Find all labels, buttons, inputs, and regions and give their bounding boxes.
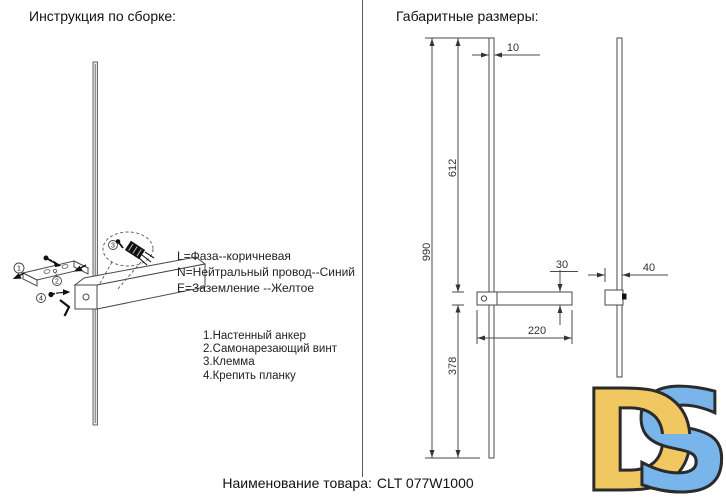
detail-callout-bubble: 3: [98, 231, 155, 291]
front-arm: [476, 291, 573, 306]
callout-1: 1: [13, 262, 25, 274]
product-name-label: Наименование товара:: [222, 475, 372, 491]
arm-screw-hole: [82, 293, 90, 301]
dimension-label-10: 10: [507, 42, 519, 54]
side-rod: [616, 37, 623, 378]
hex-key: [59, 299, 71, 317]
svg-text:1: 1: [17, 266, 21, 273]
lamp-rod: [92, 61, 98, 426]
callout-2: 2: [52, 272, 62, 286]
product-code: CLT 077W1000: [376, 475, 474, 491]
dimension-label-378: 378: [447, 357, 459, 375]
assembly-drawing: 1 2 4 3: [12, 61, 207, 426]
mount-hole: [480, 295, 488, 302]
dimension-drawing: 990 612 378 10: [421, 37, 668, 459]
parts-item-3: 3.Клемма: [203, 356, 255, 369]
parts-item-1: 1.Настенный анкер: [203, 330, 306, 342]
logo-letter-s-overlap: S: [631, 361, 726, 500]
side-bracket: [604, 289, 624, 306]
callout-4: 4: [36, 289, 71, 317]
panel-divider: [362, 0, 363, 477]
front-view: 990 612 378 10: [421, 37, 578, 459]
dimension-label-612: 612: [447, 159, 459, 177]
dimension-label-220: 220: [528, 325, 546, 337]
logo-letter-d: D: [581, 361, 697, 500]
terminal-wire: [141, 254, 152, 263]
dimension-990: 990: [421, 38, 435, 458]
page-title-dimensions: Габаритные размеры:: [396, 8, 539, 24]
parts-item-4: 4.Крепить планку: [203, 369, 296, 382]
terminal-wire: [144, 251, 155, 259]
svg-text:4: 4: [39, 296, 43, 303]
side-bracket-latch: [622, 293, 627, 300]
wiring-line-l: L=Фаза--коричневая: [177, 249, 291, 263]
brand-logo: S D S: [580, 360, 726, 500]
dimension-378: 378: [447, 304, 464, 458]
page-title-assembly: Инструкция по сборке:: [29, 8, 177, 24]
anchor-screw-arrows: [12, 255, 87, 280]
wiring-line-n: N=Нейтральный провод--Синий: [177, 265, 355, 279]
dimension-label-990: 990: [421, 243, 433, 261]
mount-arm: [73, 256, 207, 310]
wiring-legend: L=Фаза--коричневая N=Нейтральный провод-…: [177, 248, 355, 296]
wiring-line-e: E=Заземление --Желтое: [177, 281, 315, 295]
wall-plate: [21, 260, 90, 287]
terminal-block: [124, 240, 146, 260]
dimension-label-30: 30: [556, 259, 568, 271]
svg-text:2: 2: [55, 279, 59, 286]
dimension-30: 30: [550, 259, 578, 325]
side-view: 40: [588, 37, 668, 378]
dimension-40: 40: [588, 262, 668, 282]
dimension-label-40: 40: [643, 262, 655, 274]
svg-text:3: 3: [111, 243, 115, 250]
dimension-10: 10: [472, 42, 540, 58]
dimension-612: 612: [447, 38, 464, 293]
product-name-caption: Наименование товара:CLT 077W1000: [0, 475, 696, 491]
logo-letter-s: S: [631, 361, 726, 500]
terminal-wire: [138, 257, 148, 266]
front-rod: [488, 37, 495, 459]
parts-list: 1.Настенный анкер 2.Самонарезающий винт …: [203, 330, 337, 383]
dimension-220: 220: [476, 310, 573, 344]
parts-item-2: 2.Самонарезающий винт: [203, 343, 337, 356]
